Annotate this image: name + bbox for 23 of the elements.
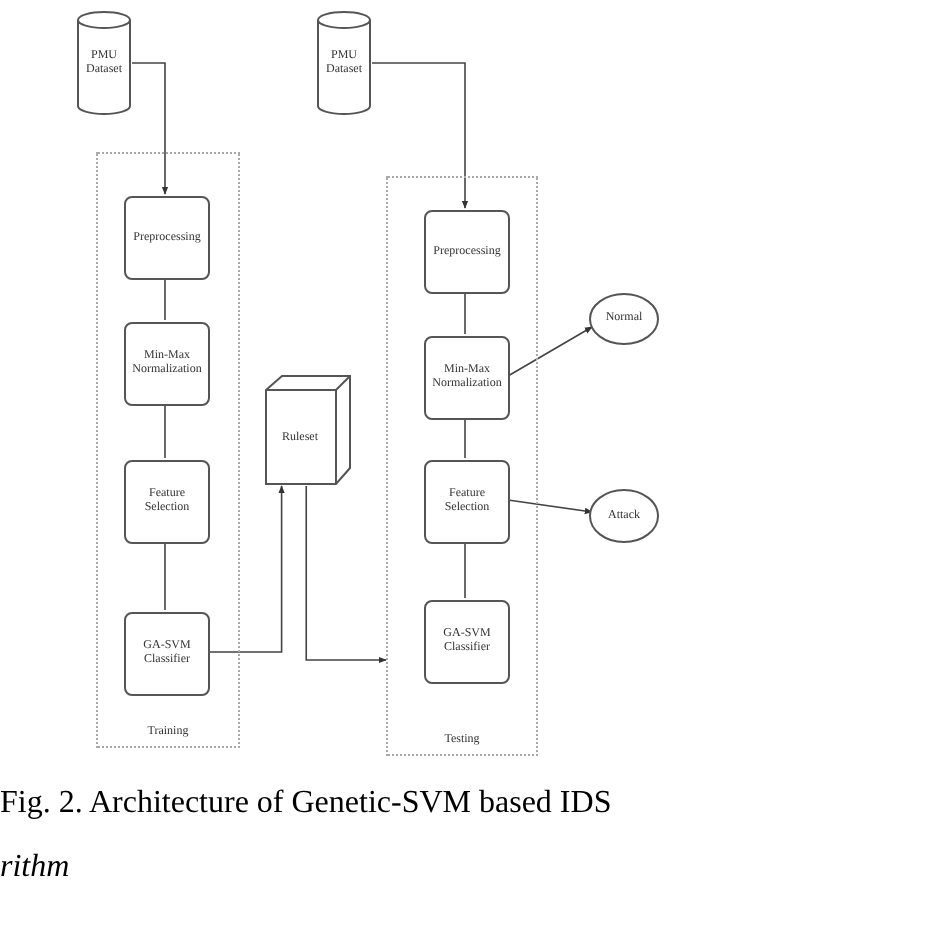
- process-box: [124, 322, 210, 406]
- dotted-container: [386, 176, 538, 756]
- process-box: [124, 460, 210, 544]
- connector-arrow: [131, 62, 169, 195]
- process-box: [124, 196, 210, 280]
- text-fragment: rithm: [0, 848, 70, 888]
- process-box: [124, 612, 210, 696]
- output-ellipse: [588, 292, 660, 346]
- database-cylinder: [316, 10, 372, 116]
- process-box: [424, 600, 510, 684]
- connector-arrow: [371, 62, 469, 209]
- connector-arrow: [207, 485, 285, 653]
- connector-arrow: [507, 326, 593, 377]
- dotted-container: [96, 152, 240, 748]
- database-cylinder: [76, 10, 132, 116]
- output-ellipse: [588, 488, 660, 544]
- ruleset-cube: [264, 374, 352, 486]
- connector-arrow: [507, 499, 593, 515]
- process-box: [424, 210, 510, 294]
- figure-caption: Fig. 2. Architecture of Genetic-SVM based IDS: [0, 784, 612, 824]
- connector-arrow: [305, 485, 387, 664]
- process-box: [424, 336, 510, 420]
- process-box: [424, 460, 510, 544]
